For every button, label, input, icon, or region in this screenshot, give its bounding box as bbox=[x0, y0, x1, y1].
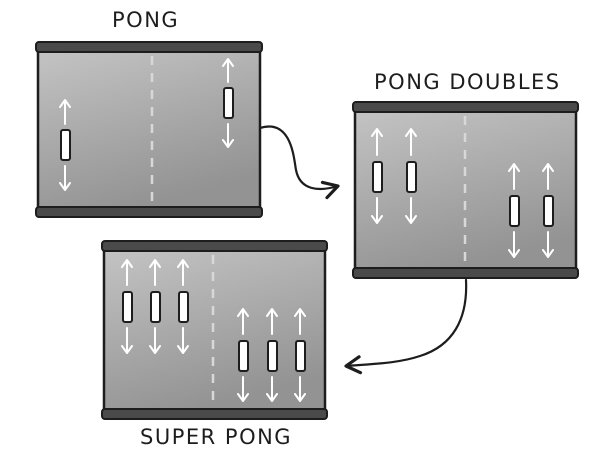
arrow-down-icon bbox=[294, 376, 306, 402]
super-pong-left-player-3 bbox=[177, 259, 189, 354]
flow-arrow-doubles-to-super bbox=[344, 278, 468, 375]
super-pong-top-wall bbox=[101, 240, 328, 252]
pong-bottom-wall bbox=[35, 206, 263, 218]
paddle bbox=[238, 340, 249, 372]
pong-doubles-right-player-1 bbox=[508, 163, 520, 258]
arrow-down-icon bbox=[237, 376, 249, 402]
flow-arrow-pong-to-doubles bbox=[258, 125, 340, 200]
pong-doubles-title: PONG DOUBLES bbox=[374, 70, 561, 94]
pong-title: PONG bbox=[112, 8, 180, 32]
arrow-down-icon bbox=[149, 327, 161, 354]
arrow-up-icon bbox=[371, 128, 383, 156]
paddle bbox=[60, 129, 71, 161]
pong-doubles-right-player-2 bbox=[542, 163, 554, 258]
arrow-up-icon bbox=[542, 163, 554, 190]
pong-left-player bbox=[59, 99, 71, 191]
pong-doubles-left-player-1 bbox=[371, 128, 383, 224]
super-pong-right-player-1 bbox=[237, 308, 249, 402]
arrow-down-icon bbox=[222, 123, 234, 148]
arrow-down-icon bbox=[542, 231, 554, 258]
arrow-down-icon bbox=[266, 376, 278, 402]
super-pong-title: SUPER PONG bbox=[140, 425, 293, 449]
paddle bbox=[372, 161, 383, 193]
arrow-up-icon bbox=[59, 99, 71, 125]
arrow-up-icon bbox=[294, 308, 306, 335]
paddle bbox=[178, 291, 189, 323]
arrow-up-icon bbox=[177, 259, 189, 286]
arrow-down-icon bbox=[371, 197, 383, 224]
paddle bbox=[406, 161, 417, 193]
paddle bbox=[223, 87, 234, 119]
super-pong-right-player-2 bbox=[266, 308, 278, 402]
pong-top-wall bbox=[35, 41, 263, 53]
super-pong-field bbox=[102, 245, 327, 415]
pong-right-player bbox=[222, 58, 234, 148]
paddle bbox=[150, 291, 161, 323]
pong-doubles-left-player-2 bbox=[405, 128, 417, 224]
arrow-up-icon bbox=[266, 308, 278, 335]
super-pong-left-player-2 bbox=[149, 259, 161, 354]
paddle bbox=[509, 195, 520, 227]
arrow-up-icon bbox=[222, 58, 234, 83]
arrow-down-icon bbox=[508, 231, 520, 258]
paddle bbox=[122, 291, 133, 323]
pong-doubles-top-wall bbox=[352, 101, 579, 113]
arrow-up-icon bbox=[508, 163, 520, 190]
super-pong-bottom-wall bbox=[101, 408, 328, 420]
pong-board bbox=[35, 41, 263, 218]
arrow-up-icon bbox=[237, 308, 249, 335]
paddle bbox=[295, 340, 306, 372]
arrow-up-icon bbox=[405, 128, 417, 156]
paddle bbox=[267, 340, 278, 372]
pong-doubles-bottom-wall bbox=[352, 267, 579, 279]
arrow-down-icon bbox=[59, 165, 71, 191]
arrow-down-icon bbox=[121, 327, 133, 354]
super-pong-left-player-1 bbox=[121, 259, 133, 354]
super-pong-right-player-3 bbox=[294, 308, 306, 402]
super-pong-board bbox=[101, 240, 328, 420]
arrow-down-icon bbox=[405, 197, 417, 224]
arrow-down-icon bbox=[177, 327, 189, 354]
pong-doubles-board bbox=[352, 101, 579, 279]
paddle bbox=[543, 195, 554, 227]
arrow-up-icon bbox=[149, 259, 161, 286]
arrow-up-icon bbox=[121, 259, 133, 286]
pong-field bbox=[36, 46, 262, 214]
